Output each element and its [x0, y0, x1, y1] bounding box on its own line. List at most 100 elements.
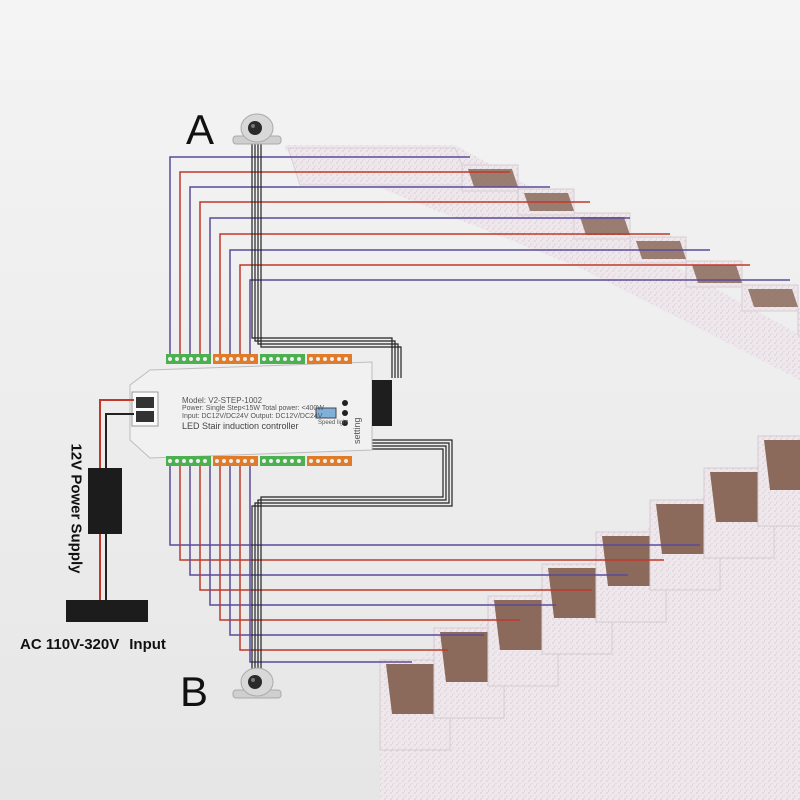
terminal-screw	[323, 357, 327, 361]
upper-step-wire	[179, 171, 510, 354]
terminal-screw	[236, 357, 240, 361]
controller-title: LED Stair induction controller	[182, 421, 299, 431]
lower-step-wire	[189, 466, 628, 576]
terminal-screw	[182, 357, 186, 361]
terminal-screw	[215, 459, 219, 463]
terminal-screw	[229, 357, 233, 361]
terminal-screw	[283, 459, 287, 463]
terminal-screw	[262, 459, 266, 463]
lower-step-wire	[239, 466, 448, 651]
terminal-screw	[297, 459, 301, 463]
lower-step-wire	[169, 466, 700, 546]
terminal-screw	[189, 459, 193, 463]
terminal-screw	[269, 357, 273, 361]
ac-input-range: AC 110V-320V	[20, 636, 120, 653]
bottom-terminal-block	[307, 456, 352, 466]
terminal-screw	[337, 357, 341, 361]
terminal-screw	[243, 357, 247, 361]
terminal-screw	[203, 459, 207, 463]
lower-step-wire	[249, 466, 412, 663]
sensor-a-cable	[260, 144, 402, 378]
terminal-screw	[290, 459, 294, 463]
terminal-screw	[309, 459, 313, 463]
upper-step-wire	[199, 201, 590, 354]
sensor-b-cable	[260, 448, 444, 676]
terminal-screw	[330, 357, 334, 361]
terminal-screw	[222, 357, 226, 361]
terminal-screw	[309, 357, 313, 361]
terminal-screw	[175, 459, 179, 463]
top-terminal-block	[260, 354, 305, 364]
terminal-screw	[344, 459, 348, 463]
lower-step-tread	[548, 568, 608, 618]
lower-step-wire	[199, 466, 592, 591]
terminal-screw	[323, 459, 327, 463]
bottom-terminal-block	[213, 456, 258, 466]
sensor-a-cable	[251, 144, 393, 378]
terminal-screw	[196, 459, 200, 463]
terminal-screw	[229, 459, 233, 463]
upper-step-wire	[229, 249, 710, 354]
lower-step-wire	[219, 466, 520, 621]
terminal-screw	[337, 459, 341, 463]
lower-step-tread	[386, 664, 446, 714]
terminal-screw	[330, 459, 334, 463]
ac-input-suffix: Input	[129, 636, 166, 653]
lower-step-wire	[209, 466, 556, 606]
speed-light-label: Speed light	[318, 420, 349, 426]
lower-step-tread	[764, 440, 800, 490]
sensor-a-cable	[257, 144, 399, 378]
bottom-terminal-block	[166, 456, 211, 466]
setting-label: setting	[352, 417, 362, 444]
upper-step-tread	[748, 289, 798, 307]
lower-step-tread	[602, 536, 662, 586]
stair-controller	[129, 354, 392, 466]
sensor-a	[232, 113, 282, 145]
lower-step-tread	[494, 600, 554, 650]
terminal-screw	[290, 357, 294, 361]
upper-step-tread	[580, 217, 630, 235]
sensor-b-cable	[257, 445, 447, 676]
terminal-screw	[276, 357, 280, 361]
top-terminal-block	[213, 354, 258, 364]
upper-step-wire	[209, 217, 630, 354]
bottom-terminal-block	[260, 456, 305, 466]
terminal-screw	[215, 357, 219, 361]
upper-step-wire	[239, 264, 750, 354]
upper-staircase	[285, 145, 800, 380]
lower-step-tread	[440, 632, 500, 682]
ac-input-block	[66, 600, 148, 622]
terminal-screw	[250, 357, 254, 361]
sensor-b-label: B	[180, 668, 209, 715]
terminal-screw	[203, 357, 207, 361]
top-terminal-block	[307, 354, 352, 364]
terminal-screw	[196, 357, 200, 361]
upper-step-wire	[169, 156, 470, 354]
ac-input-label: AC 110V-320V Input	[20, 636, 166, 653]
lower-step-wire	[179, 466, 664, 561]
terminal-screw	[316, 357, 320, 361]
upper-step-wire	[219, 233, 670, 354]
upper-step-wire	[249, 279, 790, 354]
terminal-screw	[168, 357, 172, 361]
upper-step-tread	[692, 265, 742, 283]
sensor-a-label: A	[186, 106, 215, 153]
terminal-screw	[243, 459, 247, 463]
terminal-screw	[316, 459, 320, 463]
terminal-screw	[269, 459, 273, 463]
controller-power: Power: Single Step<15W Total power: <400…	[182, 405, 324, 412]
terminal-screw	[283, 357, 287, 361]
lower-staircase	[379, 435, 800, 800]
lower-step-tread	[656, 504, 716, 554]
sensor-b-cable	[254, 442, 450, 676]
terminal-screw	[344, 357, 348, 361]
sensor-b	[232, 667, 282, 699]
upper-step-tread	[468, 169, 518, 187]
terminal-screw	[175, 357, 179, 361]
terminal-screw	[276, 459, 280, 463]
terminal-screw	[236, 459, 240, 463]
controller-model: Model: V2-STEP-1002	[182, 396, 263, 405]
upper-step-wire	[189, 186, 550, 354]
power-supply	[66, 399, 148, 622]
terminal-screw	[297, 357, 301, 361]
